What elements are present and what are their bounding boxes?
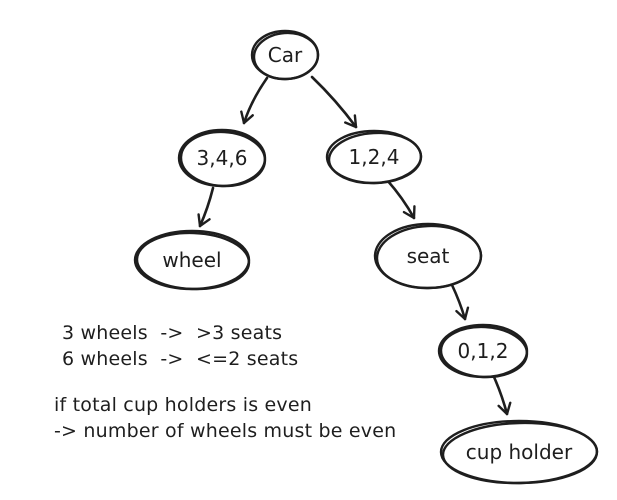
node-car-label: Car — [268, 43, 303, 67]
constraint-note-cup-holders: if total cup holders is even -> number o… — [54, 392, 396, 444]
node-seat: seat — [373, 222, 483, 290]
node-seat-label: seat — [407, 244, 450, 268]
node-wheel: wheel — [133, 229, 251, 291]
node-wheel-values: 3,4,6 — [177, 128, 267, 188]
constraint-line-wheels-even: -> number of wheels must be even — [54, 420, 397, 442]
node-seat-values-label: 1,2,4 — [349, 145, 400, 169]
constraint-note-wheel-seat: 3 wheels -> >3 seats 6 wheels -> <=2 sea… — [62, 320, 298, 372]
node-car: Car — [250, 29, 320, 81]
node-wheel-values-label: 3,4,6 — [197, 146, 248, 170]
edge-car-to-346 — [240, 76, 269, 125]
node-cup-holder-values-label: 0,1,2 — [458, 339, 509, 363]
edge-car-to-124 — [310, 75, 358, 129]
edge-012-to-cupholder — [492, 375, 512, 416]
edge-346-to-wheel — [197, 186, 215, 228]
edge-seat-to-012 — [450, 283, 470, 321]
constraint-line-3-wheels: 3 wheels -> >3 seats — [62, 322, 283, 344]
constraint-line-cup-holders-even: if total cup holders is even — [54, 394, 313, 416]
constraint-line-6-wheels: 6 wheels -> <=2 seats — [62, 348, 299, 370]
node-cup-holder-values: 0,1,2 — [437, 323, 529, 379]
node-wheel-label: wheel — [162, 248, 221, 272]
edge-124-to-seat — [385, 178, 416, 220]
node-cup-holder-label: cup holder — [466, 440, 573, 464]
node-cup-holder: cup holder — [439, 419, 599, 485]
node-seat-values: 1,2,4 — [325, 129, 423, 185]
